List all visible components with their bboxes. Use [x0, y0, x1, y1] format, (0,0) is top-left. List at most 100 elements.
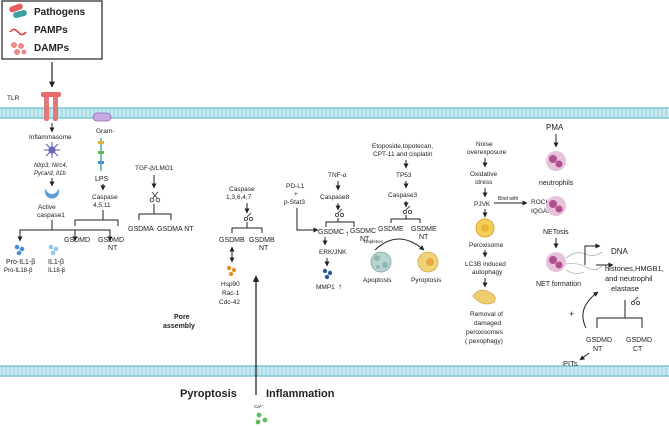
- noise-label-1: Noise: [476, 141, 493, 148]
- calcium-label: Ca²⁺: [254, 404, 264, 409]
- gsdmd-nt-2-label-1: GSDMD: [586, 337, 612, 344]
- removal-label-1: Removal of: [470, 311, 503, 318]
- apoptosis-label: Apoptosis: [363, 277, 392, 284]
- neutrophils-label: neutrophils: [539, 180, 574, 187]
- top-membrane: [0, 108, 669, 118]
- bind-with-label: Bind with: [498, 196, 519, 202]
- caspase1367-label-2: 1,3,6,4,7: [226, 194, 252, 201]
- gsdmd-nt-label-1a: GSDMD: [98, 237, 124, 244]
- pyroptosis-small-label: Pyroptosis: [411, 277, 442, 284]
- scissors-icon: [630, 296, 641, 306]
- chemo-label-2: CPT-11 and cisplatin: [373, 151, 433, 158]
- up-arrow-icon: ↑: [338, 282, 342, 291]
- inflammation-label: Inflammation: [266, 388, 335, 400]
- caspase4511-label-1: Caspase: [92, 194, 118, 201]
- active-caspase1-label-1: Active: [38, 204, 56, 211]
- pma-label: PMA: [546, 123, 564, 132]
- pexophagy-icon: [472, 289, 496, 305]
- netosis-label: NETosis: [543, 229, 569, 236]
- pdl1-label-2: +: [294, 191, 298, 198]
- lps-label: LPS: [95, 176, 109, 183]
- gsdmb-nt-label-1: GSDMB: [249, 237, 275, 244]
- pits-label: PITs: [563, 359, 578, 368]
- gsdmd-ct-label-1: GSDMD: [626, 337, 652, 344]
- lc3b-label-1: LC3B induced: [465, 261, 506, 268]
- pdl1-label-1: PD-L1: [286, 183, 305, 190]
- gsdmd-nt-2-label-2: NT: [593, 346, 603, 353]
- lps-icon: [98, 138, 104, 171]
- pro-il18b-label: Pro-IL18-β: [4, 268, 33, 274]
- removal-label-4: ( pexophagy): [465, 338, 503, 345]
- lc3b-label-2: autophagy: [472, 269, 503, 276]
- gsdma-nt-label: GSDMA NT: [157, 226, 194, 233]
- inflammasome-label: Inflammasome: [29, 134, 72, 141]
- mmp1-label: MMP1: [316, 284, 335, 291]
- il1b-label: IL1-β: [48, 259, 64, 266]
- gsdmc-label: GSDMC: [318, 229, 344, 236]
- mmp1-icon: [322, 268, 333, 280]
- histones-label-2: and neutrophil: [605, 274, 653, 283]
- scissors-icon: [402, 205, 413, 215]
- gram-label: Gram-: [96, 128, 114, 135]
- inflammasome-genes-1: Nlrp3, Nlrc4,: [34, 163, 67, 169]
- depletion-arrow: [374, 238, 425, 251]
- legend-pathogens: Pathogens: [34, 7, 86, 18]
- chemo-label-1: Etoposide,topotecan,: [372, 143, 433, 150]
- pro-il1b-icon: [14, 244, 25, 256]
- gsdmd-ct-label-2: CT: [633, 346, 643, 353]
- hsp-list-3: Cdc-42: [219, 299, 240, 306]
- iqgap1-label: IQGAP1: [531, 208, 556, 215]
- net-formation-icon: [546, 251, 603, 274]
- feedback-arrow: [582, 291, 599, 329]
- depletion-label: Depletion: [364, 239, 384, 244]
- hsp-list-1: Hsp90: [221, 281, 240, 288]
- legend-damps: DAMPs: [34, 43, 69, 54]
- removal-label-3: peroxisomes: [466, 329, 504, 336]
- scissors-icon: [243, 212, 254, 222]
- gsdme-nt-label-1: GSDME: [411, 226, 437, 233]
- gsdme-label: GSDME: [378, 226, 404, 233]
- tlr-receptor-icon: [41, 92, 61, 121]
- net-formation-label: NET formation: [536, 281, 581, 288]
- noise-label-2: overexposure: [467, 149, 507, 156]
- pathogen-icon: [9, 3, 27, 19]
- neutrophil-icon: [546, 196, 566, 216]
- active-caspase1-label-2: caspase1: [37, 212, 65, 219]
- tgf-label: TGF-β/LMO1: [135, 165, 174, 172]
- pdl1-label-3: p-Stat3: [284, 199, 305, 206]
- caspase4511-label-2: 4,5,11: [93, 202, 111, 209]
- scissors-icon: [149, 191, 161, 203]
- pore-assembly-label-1: Pore: [174, 314, 190, 321]
- caspase1367-label-1: Caspase: [229, 186, 255, 193]
- peroxisome-label: Peroxisome: [469, 242, 504, 249]
- pore-assembly-label-2: assembly: [163, 323, 195, 330]
- tlr-label: TLR: [7, 95, 20, 102]
- histones-label-3: elastase: [611, 284, 639, 293]
- gsdme-nt-label-2: NT: [419, 234, 429, 241]
- gsdmd-nt-label-1b: NT: [108, 245, 118, 252]
- plus-sign: +: [569, 309, 574, 319]
- gram-negative-bacterium-icon: [92, 112, 112, 122]
- apoptosis-cell-icon: [370, 251, 392, 273]
- inflammasome-icon: [44, 142, 60, 158]
- erk-label: ERK/JNK: [319, 249, 347, 256]
- pjvk-label: PJVK: [474, 201, 491, 208]
- pro-il1b-label: Pro-IL1-β: [6, 259, 35, 266]
- pamps-icon: [9, 28, 27, 36]
- pyroptosis-big-label: Pyroptosis: [180, 388, 237, 400]
- legend-box: Pathogens PAMPs DAMPs: [1, 0, 103, 60]
- gsdmb-label: GSDMB: [219, 237, 245, 244]
- gsdmb-nt-label-2: NT: [259, 245, 269, 252]
- oxidative-label-1: Oxidative: [470, 171, 497, 178]
- tp53-label: TP53: [396, 172, 412, 179]
- tnf-label: TNF-α: [328, 172, 347, 179]
- caspase3-label: Caspase3: [388, 192, 418, 199]
- gsdmd-label-1: GSDMD: [64, 237, 90, 244]
- hsp-list-2: Rac-1: [222, 290, 240, 297]
- gsdma-label: GSDMA: [128, 226, 154, 233]
- dna-label: DNA: [611, 247, 629, 256]
- neutrophil-icon: [546, 151, 566, 171]
- calcium-ions-icon: [255, 412, 268, 425]
- scissors-icon: [334, 208, 345, 218]
